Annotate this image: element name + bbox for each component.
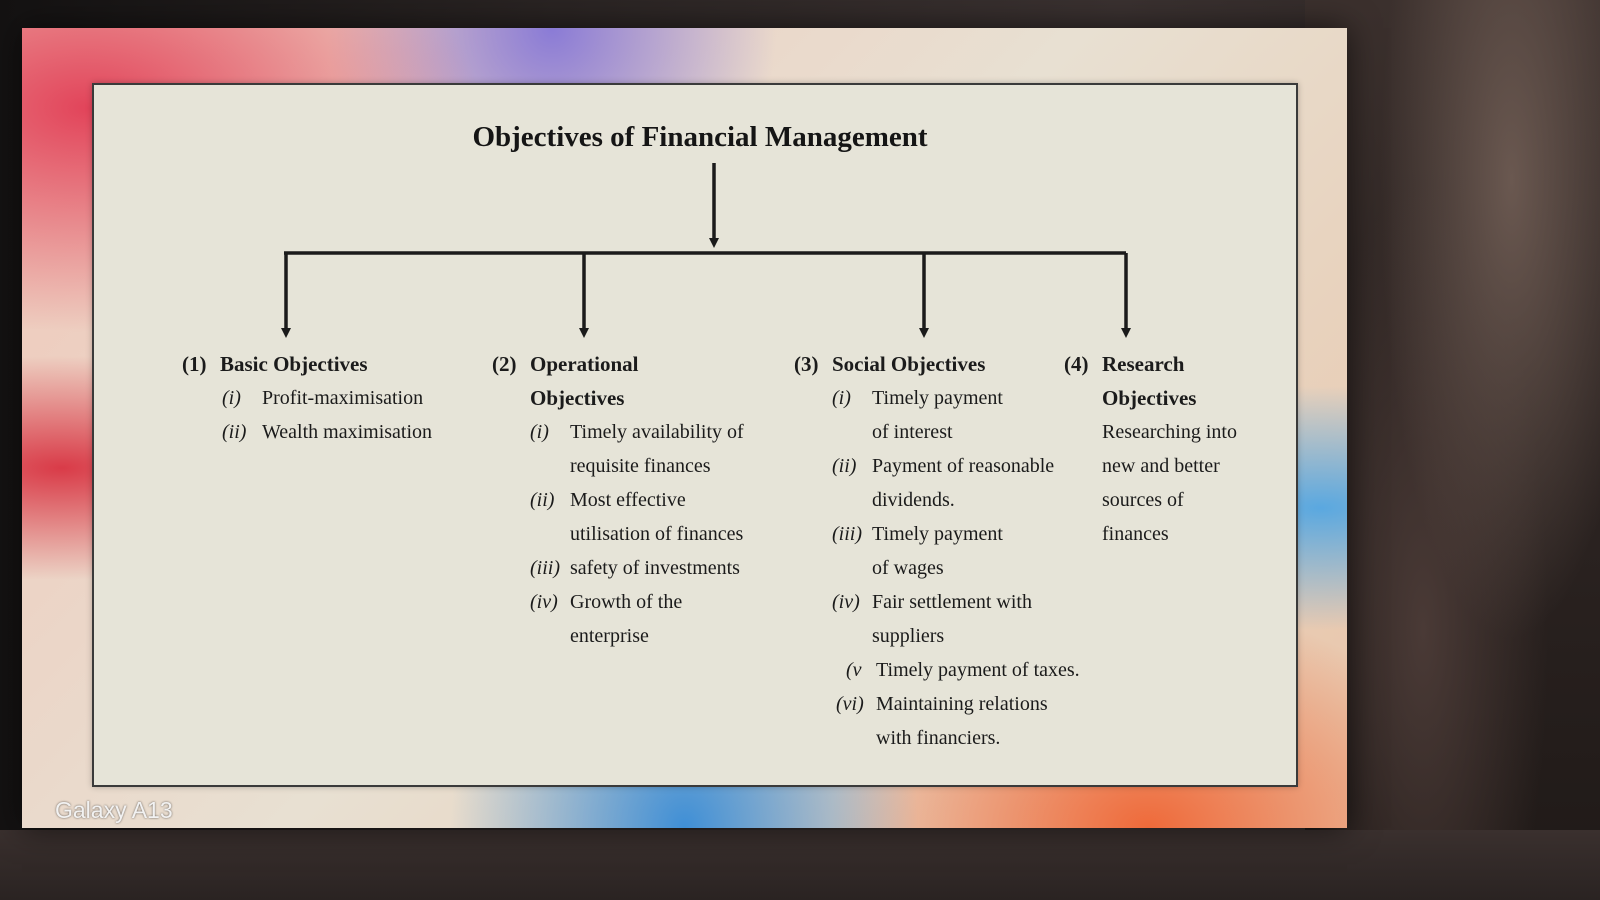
item-text: safety of investments	[570, 557, 740, 579]
slide: Objectives of Financial Management (1) B…	[92, 83, 1298, 787]
camera-watermark: Galaxy A13	[55, 797, 173, 823]
list-item: (iii) Timely payment	[832, 517, 1094, 551]
item-text-continued: dividends.	[872, 489, 955, 511]
branch-title-continued: Objectives	[530, 386, 625, 410]
item-text: Wealth maximisation	[262, 421, 433, 443]
item-number: (iv)	[530, 591, 558, 613]
item-text: Timely payment	[872, 523, 1003, 545]
item-text-continued: of wages	[872, 557, 944, 579]
branch-basic-objectives: (1) Basic Objectives (i) Profit-maximisa…	[182, 347, 472, 449]
item-text-continued: enterprise	[570, 625, 649, 647]
branch-title: Operational	[530, 352, 639, 376]
list-item: (iii) safety of investments	[530, 551, 792, 585]
item-number: (i)	[530, 421, 549, 443]
item-number: (ii)	[222, 421, 247, 443]
item-text: Timely availability of	[570, 421, 744, 443]
item-number: (ii)	[530, 489, 555, 511]
branch-heading: (4) Research	[1064, 347, 1274, 381]
item-number: (i)	[222, 387, 241, 409]
list-item: (i) Profit-maximisation	[182, 381, 472, 415]
branch-title-continued: Objectives	[1102, 386, 1197, 410]
item-text-continued: utilisation of finances	[570, 523, 744, 545]
item-number: (v	[846, 659, 862, 681]
item-number: (ii)	[832, 455, 857, 477]
projector-screen: Objectives of Financial Management (1) B…	[22, 28, 1347, 828]
item-text: Most effective	[570, 489, 686, 511]
branch-social-objectives: (3) Social Objectives (i) Timely payment…	[794, 347, 1094, 755]
branch-number: (2)	[492, 352, 517, 376]
item-text-continued: with financiers.	[876, 727, 1001, 749]
item-text-continued: suppliers	[872, 625, 945, 647]
list-item: (i) Timely payment	[832, 381, 1094, 415]
list-item: (ii) Payment of reasonable	[832, 449, 1094, 483]
background-floor	[0, 830, 1600, 900]
diagram-title: Objectives of Financial Management	[472, 121, 928, 153]
list-item: (i) Timely availability of	[530, 415, 792, 449]
item-text-continued: requisite finances	[570, 455, 711, 477]
list-item: (ii) Most effective	[530, 483, 792, 517]
item-number: (i)	[832, 387, 851, 409]
branch-heading: (2) Operational	[492, 347, 792, 381]
item-number: (vi)	[836, 693, 864, 715]
branch-heading: (1) Basic Objectives	[182, 347, 472, 381]
branch-title: Research	[1102, 352, 1185, 376]
item-number: (iii)	[530, 557, 560, 579]
branch-number: (1)	[182, 352, 207, 376]
item-text: Profit-maximisation	[262, 387, 424, 409]
item-text-continued: of interest	[872, 421, 953, 443]
branch-title: Basic Objectives	[220, 352, 368, 376]
branch-heading: (3) Social Objectives	[794, 347, 1094, 381]
item-text: Timely payment	[872, 387, 1003, 409]
description-line: finances	[1102, 523, 1169, 545]
list-item: (iv) Growth of the	[530, 585, 792, 619]
item-text: Fair settlement with	[872, 591, 1032, 613]
description-line: new and better	[1102, 455, 1220, 477]
list-item: (iv) Fair settlement with	[832, 585, 1094, 619]
description-line: sources of	[1102, 489, 1184, 511]
description-line: Researching into	[1102, 421, 1237, 443]
item-text: Growth of the	[570, 591, 683, 613]
branch-number: (3)	[794, 352, 819, 376]
item-number: (iv)	[832, 591, 860, 613]
list-item: (v Timely payment of taxes.	[832, 653, 1094, 687]
background-wall	[1305, 0, 1600, 900]
item-text: Payment of reasonable	[872, 455, 1055, 477]
branch-operational-objectives: (2) Operational Objectives (i) Timely av…	[492, 347, 792, 653]
branch-title: Social Objectives	[832, 352, 986, 376]
list-item: (ii) Wealth maximisation	[182, 415, 472, 449]
connector-lines	[281, 163, 1131, 338]
branch-research-objectives: (4) Research Objectives Researching into…	[1064, 347, 1274, 551]
branch-number: (4)	[1064, 352, 1089, 376]
item-text: Timely payment of taxes.	[876, 659, 1080, 681]
item-number: (iii)	[832, 523, 862, 545]
item-text: Maintaining relations	[876, 693, 1048, 715]
list-item: (vi) Maintaining relations	[832, 687, 1094, 721]
